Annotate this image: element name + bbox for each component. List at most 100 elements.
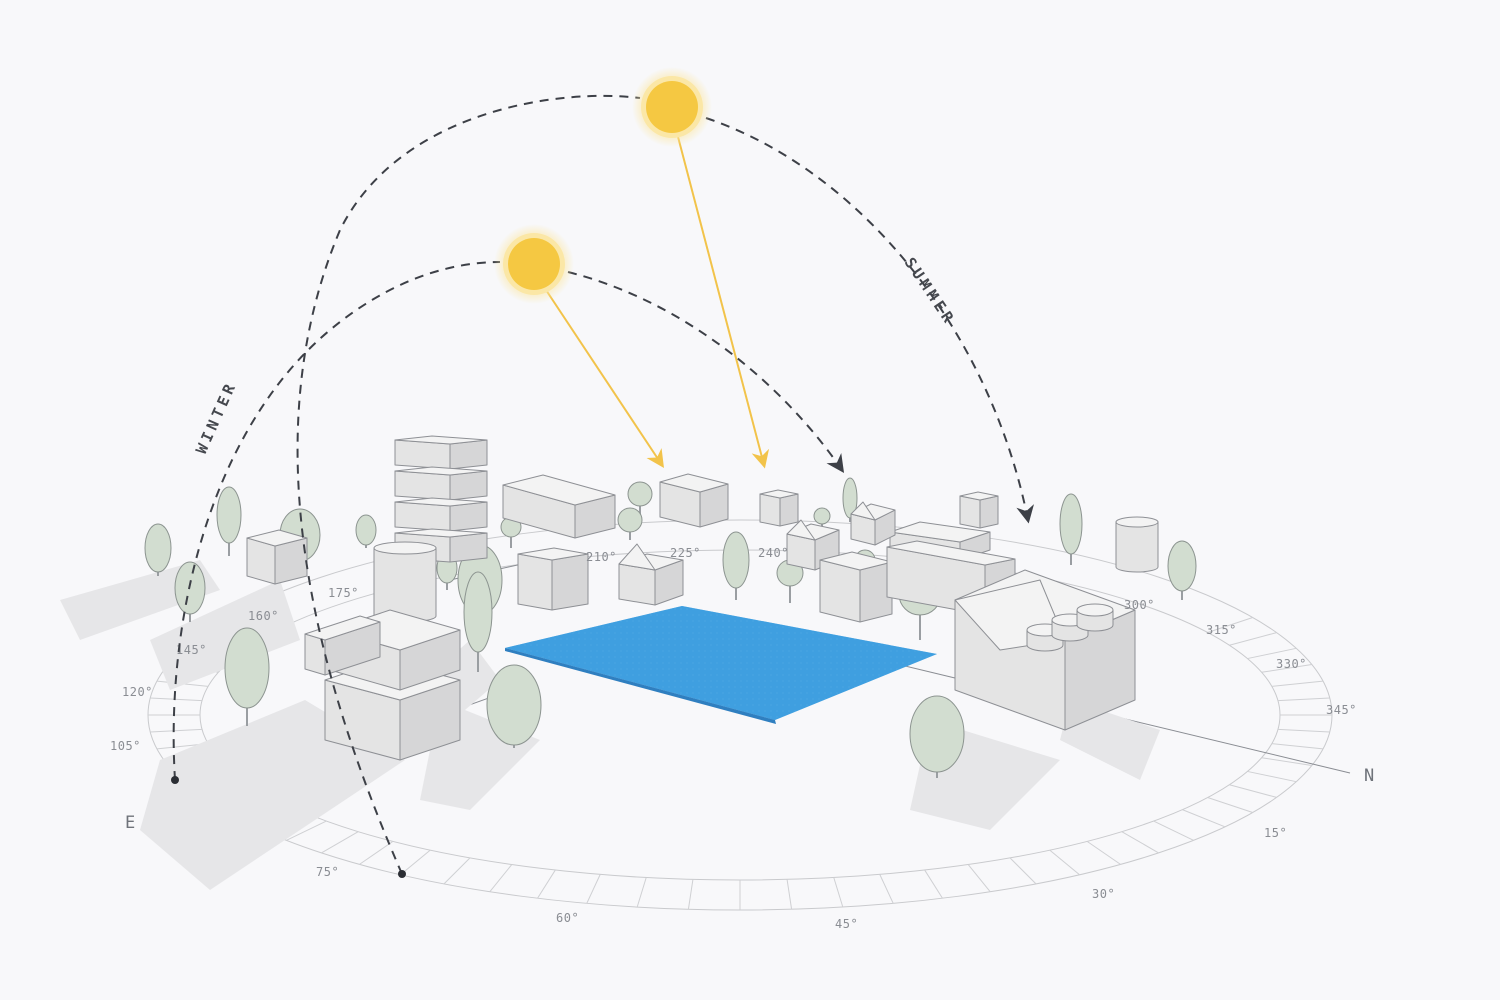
sun-rays xyxy=(545,132,770,469)
buildings xyxy=(246,435,1159,761)
compass-tick xyxy=(359,840,394,865)
compass-tick xyxy=(879,874,894,904)
degree-label: 160° xyxy=(248,609,279,623)
building-face xyxy=(819,559,861,623)
degree-label: 225° xyxy=(670,546,701,560)
building-face xyxy=(449,501,488,532)
degree-label: 300° xyxy=(1124,598,1155,612)
building-roof xyxy=(889,521,991,543)
compass-tick xyxy=(1009,857,1037,885)
winter-sun-path xyxy=(172,261,501,781)
building-roof xyxy=(373,541,437,555)
tree-crown xyxy=(1059,493,1083,555)
building-roof xyxy=(959,491,999,501)
degree-label: 145° xyxy=(176,643,207,657)
compass-tick xyxy=(150,728,203,733)
building-roof xyxy=(394,466,488,476)
tree-crown xyxy=(144,523,172,573)
building-roof xyxy=(394,435,488,445)
compass-tick xyxy=(833,877,844,908)
compass-tick xyxy=(489,864,513,893)
compass-tick xyxy=(1277,728,1330,733)
degree-label: 45° xyxy=(835,917,858,931)
tree-crown xyxy=(813,507,831,525)
building-face xyxy=(759,493,781,527)
compass-tick xyxy=(967,864,991,893)
winter-sunrise-point xyxy=(171,776,179,784)
compass-tick xyxy=(1182,809,1226,828)
sun-icon xyxy=(494,224,574,304)
compass-ticks xyxy=(148,617,1332,910)
tree-crown xyxy=(355,514,377,546)
summer-sun-path-end xyxy=(705,117,1034,524)
degree-labels: 15° 30° 45° 60° 75° 105° 120° 145° 160° … xyxy=(110,546,1357,931)
compass-tick xyxy=(1271,743,1324,750)
building-roof xyxy=(659,473,729,493)
compass-tick xyxy=(636,877,647,908)
tree-crown xyxy=(627,481,653,507)
compass-tick xyxy=(786,879,793,910)
compass-tick xyxy=(924,869,943,899)
compass-tick xyxy=(1247,647,1297,660)
tree-crown xyxy=(1167,540,1197,592)
degree-label: 330° xyxy=(1276,657,1307,671)
tree-crown xyxy=(486,664,542,746)
building-roof xyxy=(618,543,656,571)
winter-sun-path-end xyxy=(567,271,845,473)
building-roof xyxy=(1076,603,1114,617)
building-face xyxy=(394,439,451,470)
degree-label: 30° xyxy=(1092,887,1115,901)
building-roof xyxy=(819,551,893,571)
compass-tick xyxy=(1271,680,1324,687)
east-label: E xyxy=(125,813,135,833)
compass-tick xyxy=(1207,617,1253,633)
compass-tick xyxy=(1121,831,1159,854)
compass-tick xyxy=(286,820,327,841)
summer-label: SUMMER xyxy=(901,254,960,329)
tree-crown xyxy=(842,477,858,519)
compass-tick xyxy=(1207,797,1253,813)
winter-sun-ray xyxy=(545,289,664,469)
tree-crown xyxy=(909,695,965,773)
degree-label: 15° xyxy=(1264,826,1287,840)
tree-crown xyxy=(722,531,750,589)
degree-label: 120° xyxy=(122,685,153,699)
building-face xyxy=(959,495,981,529)
building-face xyxy=(779,493,799,527)
building-face xyxy=(449,439,488,470)
compass-tick xyxy=(1261,664,1312,673)
trees xyxy=(144,477,1197,778)
winter-label: WINTER xyxy=(192,378,240,457)
building-roof xyxy=(502,474,616,506)
compass-tick xyxy=(150,697,203,702)
compass-tick xyxy=(1229,784,1277,798)
compass-tick xyxy=(1261,757,1312,766)
building-roof xyxy=(394,528,488,538)
building-face xyxy=(394,470,451,501)
building-roof xyxy=(517,547,589,561)
degree-label: 175° xyxy=(328,586,359,600)
degree-label: 210° xyxy=(586,550,617,564)
building-face xyxy=(517,553,553,611)
summer-sunrise-point xyxy=(398,870,406,878)
degree-label: 60° xyxy=(556,911,579,925)
building-face xyxy=(394,501,451,532)
building-roof xyxy=(304,615,381,641)
compass-tick xyxy=(1153,820,1194,841)
building-face xyxy=(618,563,656,606)
degree-label: 345° xyxy=(1326,703,1357,717)
building-face xyxy=(979,495,999,529)
summer-sun-ray xyxy=(676,132,770,469)
sun-paths xyxy=(171,94,1034,878)
building-roof xyxy=(759,489,799,499)
sun-icon xyxy=(632,67,712,147)
compass-tick xyxy=(1229,632,1277,646)
tree-crown xyxy=(216,486,242,544)
compass-tick xyxy=(443,857,471,885)
degree-label: 75° xyxy=(316,865,339,879)
building-roof xyxy=(1115,516,1159,528)
north-label: N xyxy=(1364,766,1374,786)
building-face xyxy=(449,470,488,501)
compass-tick xyxy=(400,849,431,876)
